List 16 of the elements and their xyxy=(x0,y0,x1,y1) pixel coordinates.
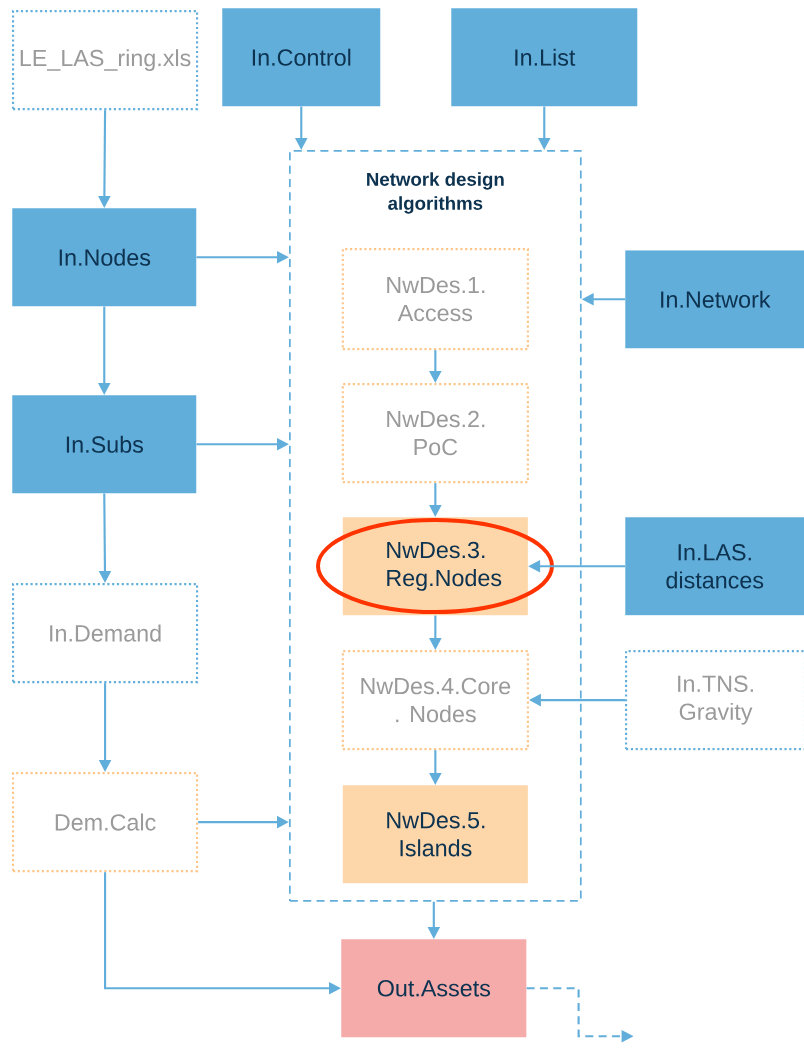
input-box: In.Nodes xyxy=(12,208,197,307)
input-box: In.Demand xyxy=(12,583,199,684)
process-box: Dem.Calc xyxy=(12,772,199,873)
input-box: In.Subs xyxy=(12,395,197,494)
process-box: NwDes.4.Core . Nodes xyxy=(341,650,529,751)
input-box: In.LAS. distances xyxy=(625,517,804,616)
process-box: NwDes.5. Islands xyxy=(342,785,528,884)
process-box: NwDes.3. Reg.Nodes xyxy=(342,517,528,616)
output-box: Out.Assets xyxy=(341,939,527,1038)
input-box: In.List xyxy=(451,8,638,107)
input-box: In.Control xyxy=(222,8,381,107)
input-box: In.Network xyxy=(625,250,804,349)
input-box: LE_LAS_ring.xls xyxy=(12,10,199,111)
process-box: NwDes.1. Access xyxy=(341,248,529,351)
process-box: NwDes.2. PoC xyxy=(341,383,529,484)
input-box: In.TNS. Gravity xyxy=(625,650,804,751)
